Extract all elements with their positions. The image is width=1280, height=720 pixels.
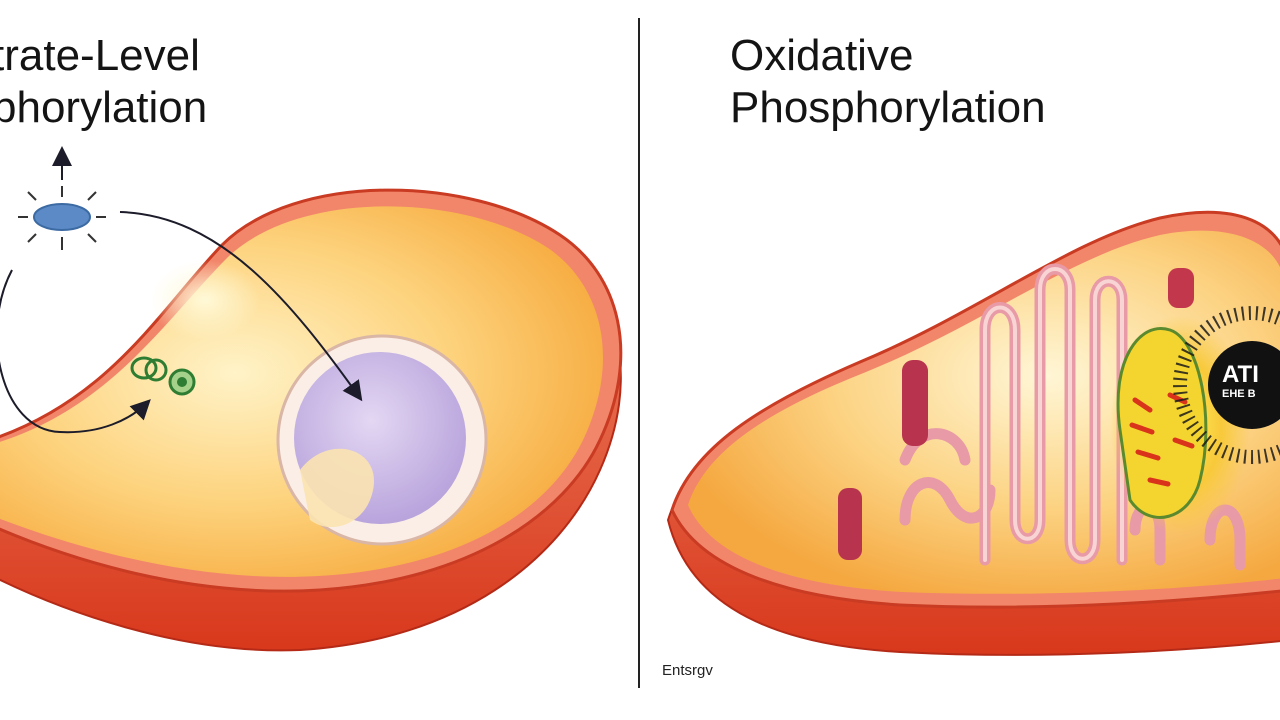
left-title-line2: sphorylation [0, 83, 208, 132]
enzyme-icon [18, 186, 106, 250]
right-title-line1: Oxidative [730, 31, 914, 80]
mitochondrion-stripes [1129, 392, 1195, 487]
left-cell [0, 146, 623, 652]
atp-text: ATI [1222, 361, 1259, 388]
mitochondrion [1116, 327, 1208, 519]
left-title-line1: strate-Level [0, 31, 200, 80]
atp-subtext: EHE B [1222, 388, 1256, 400]
energy-caption: Entsrgv [662, 662, 713, 679]
left-panel-title: strate-Level sphorylation [0, 30, 207, 134]
arrow-loop [0, 269, 151, 434]
rod-left [838, 488, 862, 560]
right-cell [666, 210, 1280, 656]
right-panel-title: Oxidative Phosphorylation [730, 30, 1046, 134]
atp-label: ATI EHE B [1222, 362, 1259, 401]
molecule-icon [130, 356, 196, 396]
arrow-to-nucleus [119, 211, 363, 402]
right-title-line2: Phosphorylation [730, 83, 1046, 132]
rod-mid [902, 360, 928, 446]
atp-burst [1173, 306, 1280, 464]
arrows [0, 146, 363, 434]
nucleus [276, 334, 488, 546]
rod-top [1168, 268, 1194, 308]
cristae-inner [983, 267, 1124, 562]
